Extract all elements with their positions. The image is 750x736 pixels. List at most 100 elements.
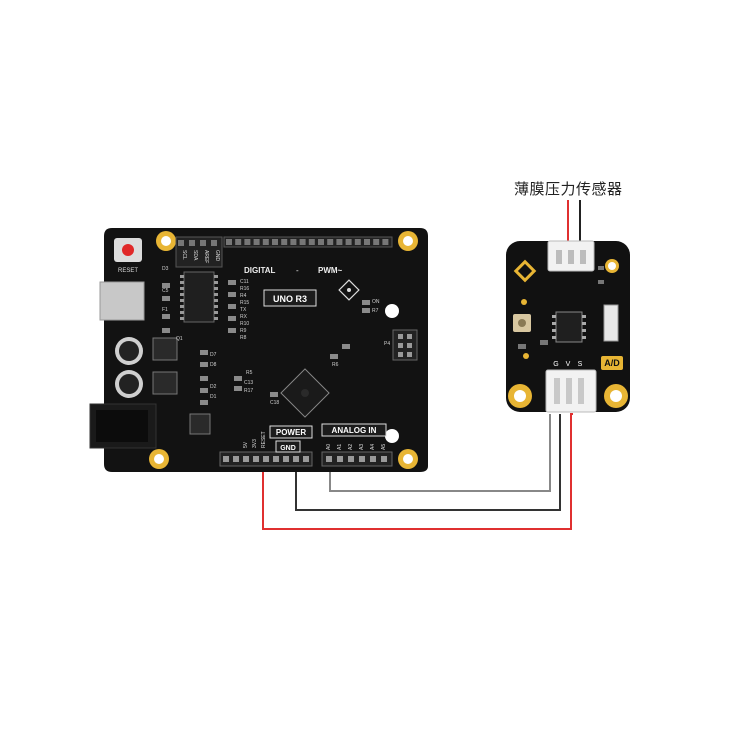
- sensor-pin-label-s: S: [578, 361, 583, 368]
- ad-badge-text: A/D: [604, 358, 620, 368]
- header-pin: [354, 239, 361, 245]
- smd-component: [234, 376, 242, 381]
- dash-label: -: [296, 266, 299, 275]
- header-pin: [235, 239, 242, 245]
- board-name-box: [263, 289, 317, 307]
- header-pin-label: AREF: [203, 250, 209, 263]
- analog-pin: [370, 456, 376, 462]
- mega16u2-chip: [183, 271, 215, 323]
- analog-pin-label: A2: [348, 444, 354, 450]
- smd-component: [228, 292, 236, 297]
- smd-component: [162, 314, 170, 319]
- component-label: D3: [162, 266, 169, 272]
- sensor-chip: [555, 311, 583, 343]
- header-pin-label: GND: [214, 250, 220, 262]
- connector-pin: [554, 378, 560, 404]
- header-pin: [178, 240, 184, 246]
- header-pin: [211, 240, 217, 246]
- analog-label-box: [321, 423, 387, 437]
- power-wire: [262, 413, 573, 530]
- smd-component: [162, 328, 170, 333]
- component-label: R15: [240, 300, 249, 306]
- gnd-label: GND: [280, 445, 296, 452]
- component-label: TX: [240, 307, 247, 313]
- header-pin: [382, 239, 389, 245]
- power-pin: [303, 456, 309, 462]
- smd-component: [228, 316, 236, 321]
- power-pin-label: RESET: [261, 431, 267, 448]
- connector-pin: [556, 250, 562, 264]
- board-name: UNO R3: [273, 294, 307, 304]
- mount-hole: [385, 304, 399, 318]
- header-pin: [200, 240, 206, 246]
- mount-holes: [149, 231, 418, 469]
- analog-pin: [348, 456, 354, 462]
- component-label: D1: [210, 394, 217, 400]
- smd-component: [200, 388, 208, 393]
- ground-wire: [295, 414, 561, 511]
- header-pin-label: SCL: [181, 250, 187, 260]
- capacitors: [115, 337, 143, 398]
- icsp-pin: [407, 343, 412, 348]
- power-label: POWER: [276, 428, 306, 437]
- component-label: R17: [244, 388, 253, 394]
- connector-pin: [580, 250, 586, 264]
- component-label: R8: [240, 335, 247, 341]
- header-pin: [262, 239, 269, 245]
- smd-component: [200, 350, 208, 355]
- component-label: D8: [210, 362, 217, 368]
- smd-component: [362, 300, 370, 305]
- reset-button-cap: [122, 244, 134, 256]
- component-label: P4: [384, 341, 390, 347]
- component-label: C13: [244, 380, 253, 386]
- power-pin: [283, 456, 289, 462]
- component-label: R4: [240, 293, 247, 299]
- voltage-regulator: [152, 371, 178, 395]
- signal-wire: [329, 414, 551, 492]
- header-pin: [364, 239, 370, 245]
- analog-header: [321, 451, 393, 467]
- smd-component: [330, 354, 338, 359]
- smd-component: [342, 344, 350, 349]
- component-label: Q1: [176, 336, 183, 342]
- reset-label: RESET: [118, 268, 138, 274]
- smd-component: [270, 392, 278, 397]
- header-pin: [299, 239, 306, 245]
- pwm-label: PWM~: [318, 266, 343, 275]
- icsp-header: [392, 329, 418, 361]
- component-label: C18: [270, 400, 279, 406]
- sensor-pin-label-v: V: [566, 361, 571, 368]
- pressure-sensor-module: G V S A/D: [506, 240, 630, 413]
- component-label: RX: [240, 314, 248, 320]
- analog-pin-label: A1: [337, 444, 343, 450]
- header-pin: [345, 239, 352, 245]
- smd-component: [228, 328, 236, 333]
- header-pin: [244, 239, 251, 245]
- component-label: D2: [210, 384, 217, 390]
- component-label: R10: [240, 321, 249, 327]
- smd-component: [362, 308, 370, 313]
- smd-component: [162, 283, 170, 288]
- power-pin: [293, 456, 299, 462]
- component-label: R9: [240, 328, 247, 334]
- icsp-pin: [398, 334, 403, 339]
- header-pin: [327, 239, 334, 245]
- icsp-pin: [407, 352, 412, 357]
- wires: [262, 200, 581, 530]
- header-pin: [189, 240, 195, 246]
- icsp-pin: [407, 334, 412, 339]
- analog-pin-label: A5: [381, 444, 387, 450]
- component-label: R16: [240, 286, 249, 292]
- usb-port: [99, 281, 145, 321]
- component-label: C11: [240, 279, 249, 285]
- power-pin: [243, 456, 249, 462]
- connector-pin: [578, 378, 584, 404]
- connector-pin: [568, 250, 574, 264]
- header-pin: [272, 239, 278, 245]
- analog-pin: [381, 456, 387, 462]
- smd-component: [200, 362, 208, 367]
- header-pin-label: SDA: [192, 250, 198, 261]
